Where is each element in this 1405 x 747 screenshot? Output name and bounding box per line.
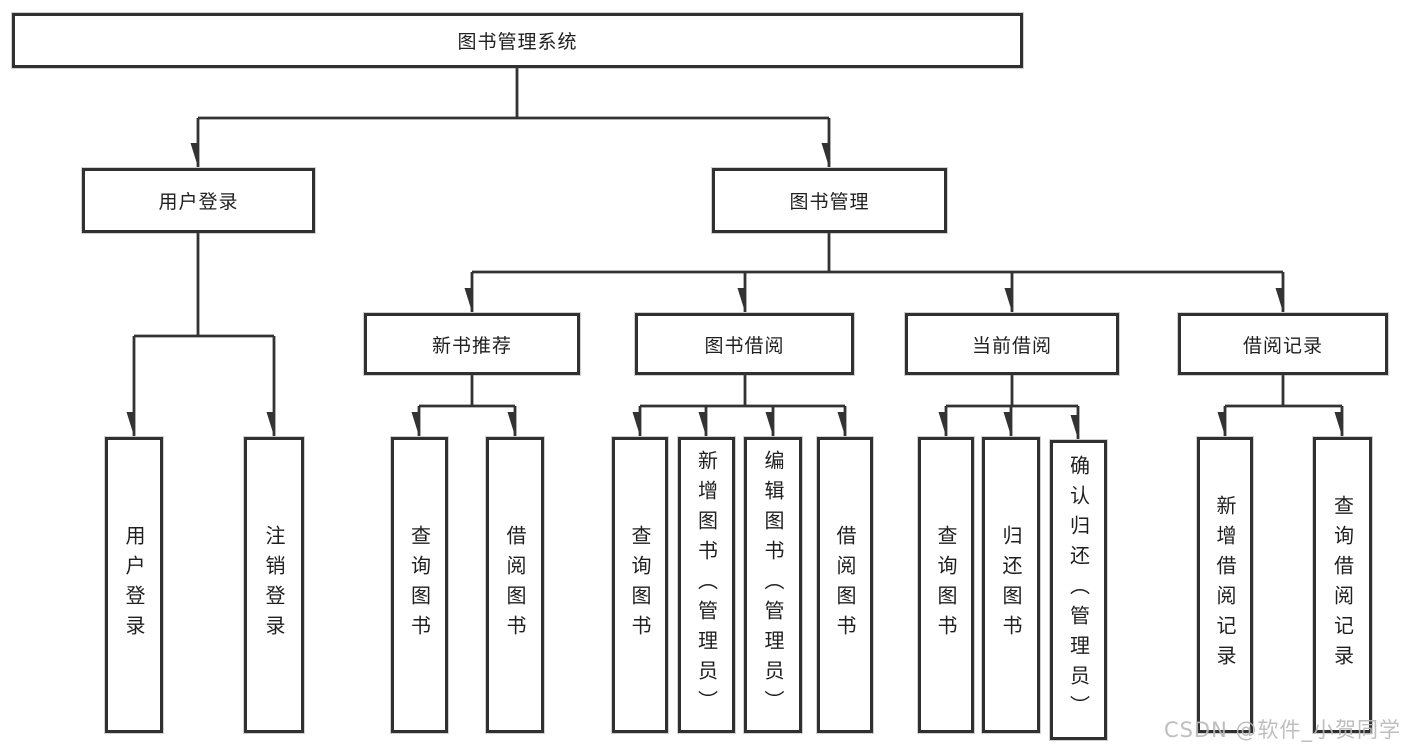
- leaf-logout-label: 注销登录: [262, 525, 286, 645]
- leaf-query-borrow-record-label: 查询借阅记录: [1330, 495, 1355, 675]
- leaf-add-books-admin: 新增图书（管理员）: [678, 437, 735, 733]
- leaf-confirm-return-admin-label: 确认归还（管理员）: [1066, 455, 1091, 725]
- leaf-return-books: 归还图书: [982, 437, 1040, 733]
- leaf-query-books-3-label: 查询图书: [934, 525, 958, 645]
- leaf-borrow-books-2: 借阅图书: [817, 437, 873, 733]
- node-book-management-label: 图书管理: [789, 191, 870, 213]
- node-new-book-recommend-label: 新书推荐: [431, 334, 512, 357]
- leaf-query-books-1-label: 查询图书: [407, 525, 432, 645]
- leaf-query-books-1: 查询图书: [391, 437, 448, 733]
- leaf-edit-books-admin: 编辑图书（管理员）: [744, 437, 802, 733]
- leaf-query-borrow-record: 查询借阅记录: [1313, 437, 1372, 733]
- leaf-logout: 注销登录: [244, 437, 304, 733]
- node-new-book-recommend: 新书推荐: [364, 313, 580, 375]
- leaf-query-books-2: 查询图书: [612, 437, 668, 733]
- leaf-confirm-return-admin: 确认归还（管理员）: [1050, 440, 1107, 740]
- node-borrow-records-label: 借阅记录: [1242, 334, 1323, 357]
- leaf-user-login-label: 用户登录: [122, 525, 146, 645]
- node-user-login: 用户登录: [82, 168, 315, 233]
- leaf-return-books-label: 归还图书: [999, 525, 1023, 645]
- node-current-borrowing-label: 当前借阅: [971, 334, 1052, 357]
- leaf-query-books-3: 查询图书: [918, 437, 974, 733]
- leaf-borrow-books-2-label: 借阅图书: [833, 525, 857, 645]
- node-borrow-records: 借阅记录: [1178, 313, 1388, 375]
- node-book-management: 图书管理: [712, 168, 947, 233]
- node-book-borrowing-label: 图书借阅: [704, 334, 785, 357]
- leaf-user-login: 用户登录: [105, 437, 163, 733]
- leaf-borrow-books-1-label: 借阅图书: [503, 525, 527, 645]
- watermark: CSDN @软件_小贺同学: [1163, 718, 1401, 742]
- leaf-add-borrow-record: 新增借阅记录: [1197, 437, 1253, 733]
- leaf-add-books-admin-label: 新增图书（管理员）: [694, 450, 719, 720]
- leaf-edit-books-admin-label: 编辑图书（管理员）: [761, 450, 785, 720]
- leaf-query-books-2-label: 查询图书: [628, 525, 652, 645]
- leaf-borrow-books-1: 借阅图书: [486, 437, 544, 733]
- node-root-label: 图书管理系统: [457, 31, 578, 53]
- node-user-login-label: 用户登录: [158, 191, 239, 213]
- node-root: 图书管理系统: [12, 13, 1023, 68]
- node-current-borrowing: 当前借阅: [905, 313, 1119, 375]
- node-book-borrowing: 图书借阅: [635, 313, 854, 375]
- leaf-add-borrow-record-label: 新增借阅记录: [1213, 495, 1237, 675]
